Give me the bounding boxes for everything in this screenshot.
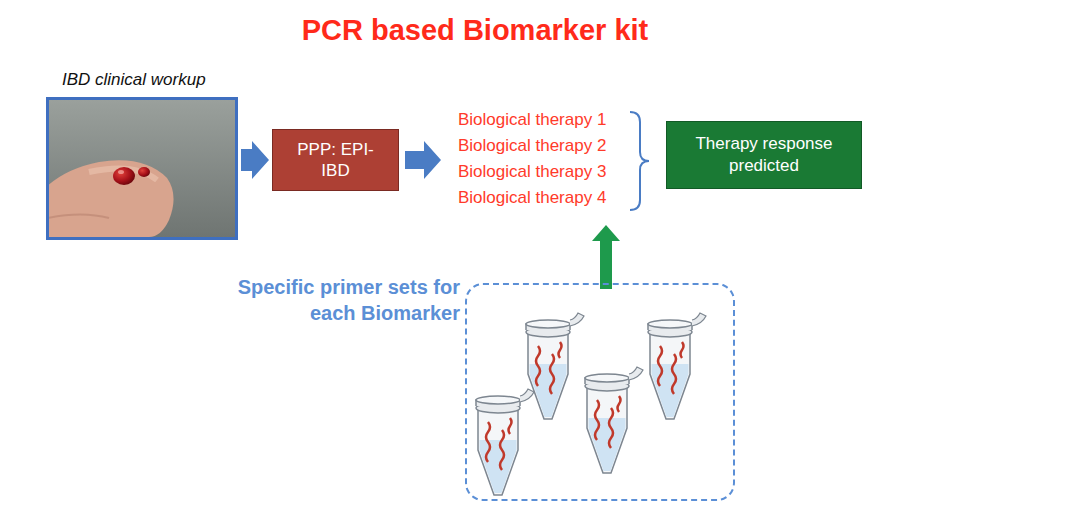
- box-text: PPP: EPI-IBD: [291, 139, 381, 181]
- pcr-tube: [476, 389, 534, 495]
- curly-bracket: [630, 112, 649, 210]
- therapy-label: Biological therapy 2: [458, 136, 606, 156]
- finger-photo: [49, 100, 235, 237]
- block-arrow: [241, 141, 269, 179]
- dashed-group-box: Specific primer sets for each Biomarker: [198, 270, 738, 506]
- box-text: Therapy response predicted: [679, 133, 849, 177]
- pcr-tube: [648, 313, 706, 419]
- dashed-frame: [465, 283, 735, 501]
- photo-node: IBD clinical workup: [44, 70, 240, 242]
- process-box: PPP: EPI-IBD: [272, 129, 399, 191]
- photo-frame: [46, 97, 238, 240]
- pcr-tube: [585, 367, 643, 473]
- up-arrow: [592, 225, 620, 289]
- pcr-tube: [526, 313, 584, 419]
- block-arrow: [405, 141, 441, 179]
- therapy-label: Biological therapy 4: [458, 188, 606, 208]
- therapy-label: Biological therapy 3: [458, 162, 606, 182]
- therapy-label: Biological therapy 1: [458, 110, 606, 130]
- node-heading: IBD clinical workup: [62, 70, 206, 90]
- diagram-title: PCR based Biomarker kit: [250, 14, 700, 47]
- group-heading: Specific primer sets for each Biomarker: [198, 274, 460, 326]
- process-box: Therapy response predicted: [666, 121, 862, 189]
